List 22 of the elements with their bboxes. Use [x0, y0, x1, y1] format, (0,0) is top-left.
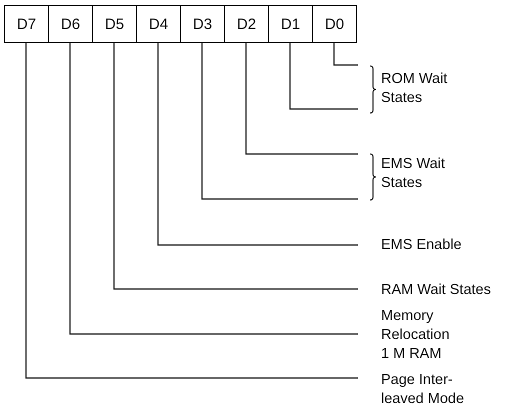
leader-line — [201, 43, 358, 200]
leader-line — [69, 43, 358, 335]
register-bit-field: D3 — [180, 5, 225, 43]
leader-line — [245, 43, 358, 155]
register-bit-field: D6 — [48, 5, 93, 43]
bit-description: EMS Enable — [358, 236, 528, 255]
bit-description: Memory Relocation 1 M RAM — [358, 307, 453, 364]
register-bit-field: D7 — [4, 5, 49, 43]
leader-line — [289, 43, 358, 110]
bit-description: RAM Wait States — [358, 281, 528, 300]
leader-line — [157, 43, 358, 246]
register-bit-field: D1 — [268, 5, 313, 43]
register-bit-field: D2 — [224, 5, 269, 43]
register-bit-field: D0 — [312, 5, 357, 43]
bit-description: Page Inter- leaved Mode — [358, 371, 465, 409]
register-bit-field: D4 — [136, 5, 181, 43]
leader-line — [333, 43, 358, 66]
leader-line — [25, 43, 358, 379]
bit-description: ROM Wait States — [358, 70, 453, 108]
bit-description: EMS Wait States — [358, 155, 453, 193]
leader-line — [113, 43, 358, 290]
register-bit-field: D5 — [92, 5, 137, 43]
